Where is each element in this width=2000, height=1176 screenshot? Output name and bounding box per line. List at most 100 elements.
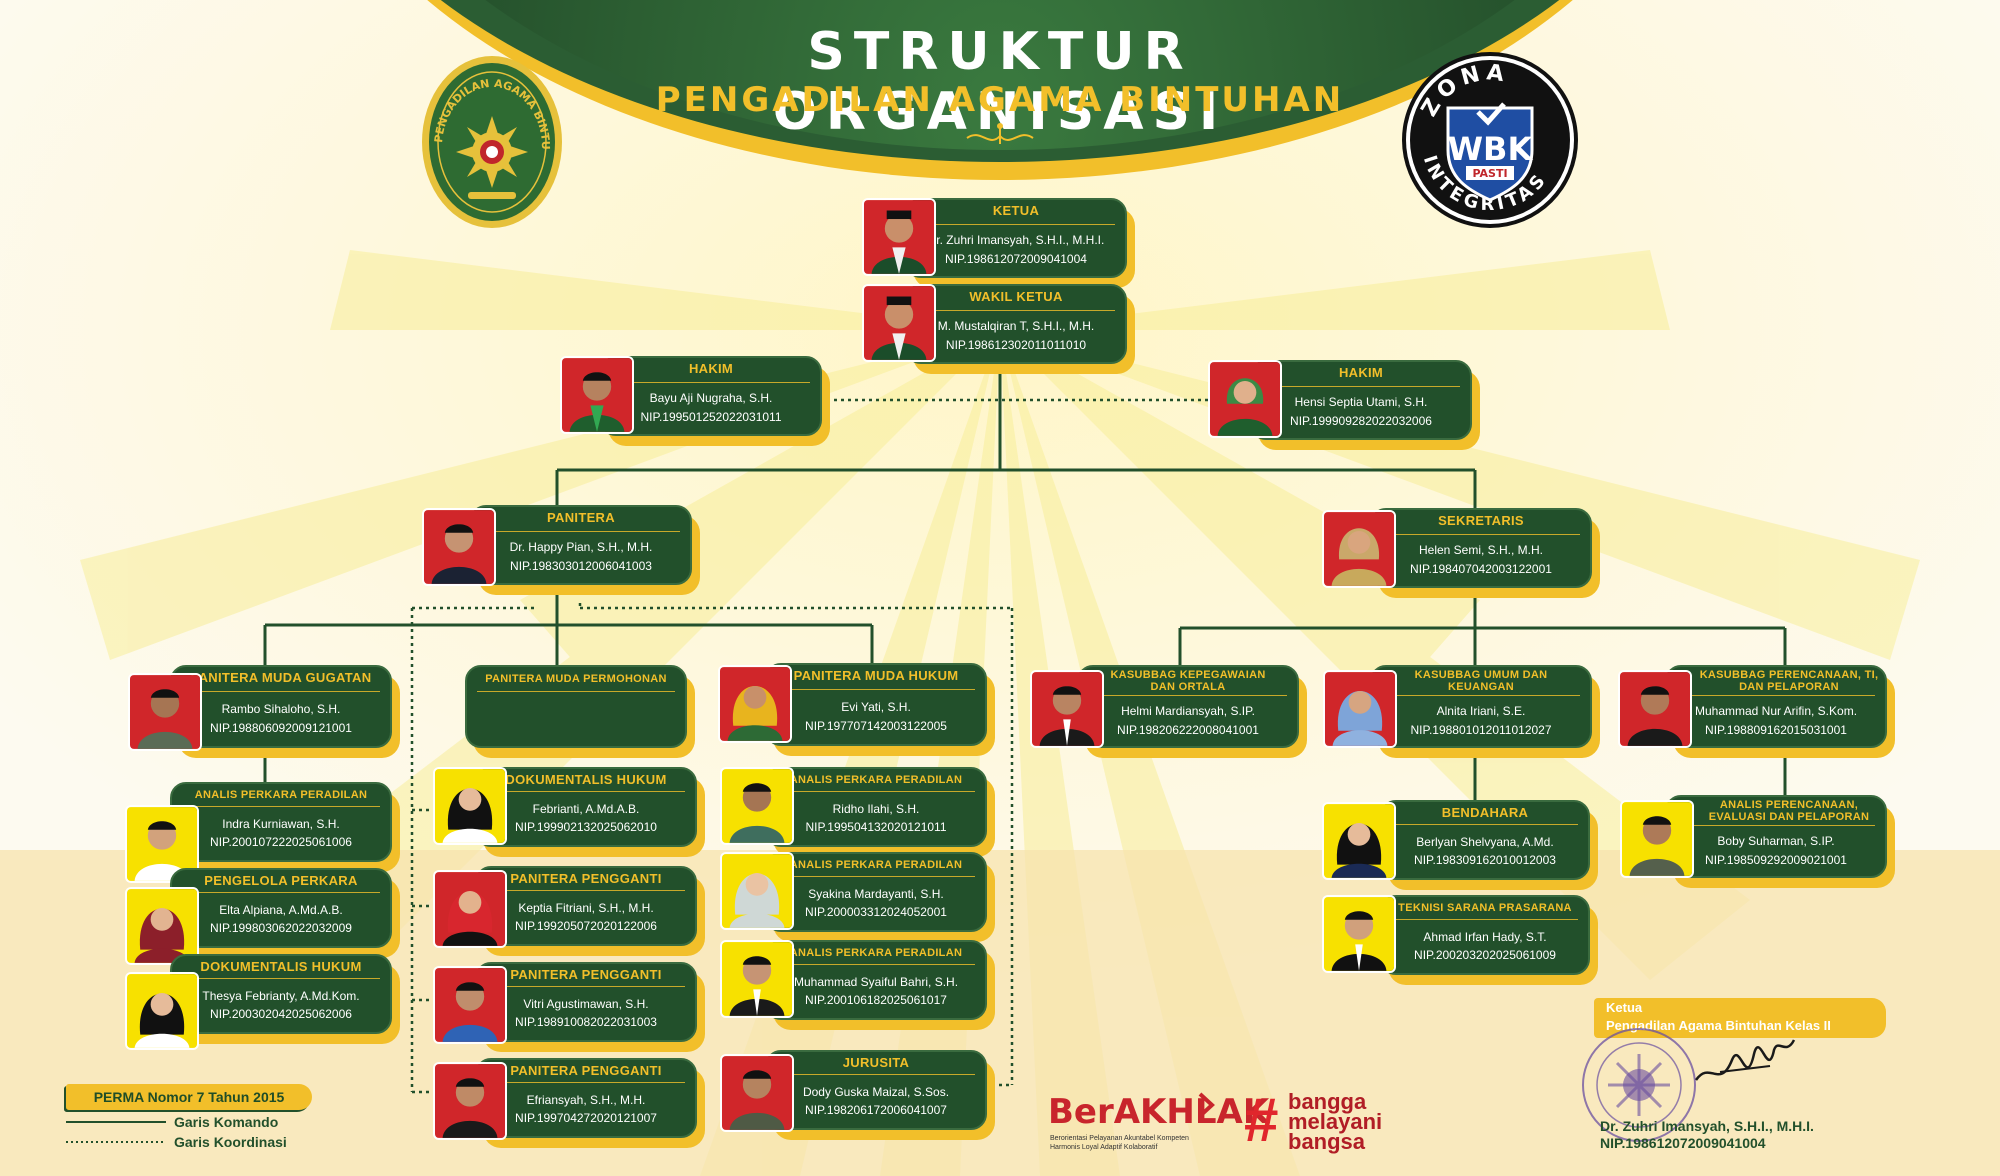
person-name: Keptia Fitriani, S.H., M.H. <box>518 901 654 915</box>
card-bendahara: BENDAHARA Berlyan Shelvyana, A.Md. NIP.1… <box>1380 800 1598 890</box>
photo-wakil-ketua-avatar <box>862 284 936 362</box>
person-name: Muhammad Nur Arifin, S.Kom. <box>1694 704 1858 718</box>
berakhlak-subtitle: Berorientasi Pelayanan Akuntabel Kompete… <box>1050 1135 1189 1151</box>
perma-badge: PERMA Nomor 7 Tahun 2015 <box>66 1084 312 1110</box>
card-panitera-pengganti-1: PANITERA PENGGANTI Keptia Fitriani, S.H.… <box>475 866 705 956</box>
card-panitera-pengganti-3: PANITERA PENGGANTI Efriansyah, S.H., M.H… <box>475 1058 705 1148</box>
photo-gugatan-pengelola-avatar <box>125 887 199 965</box>
photo-kasubbag-umum-avatar <box>1323 670 1397 748</box>
role-label: PANITERA PENGGANTI <box>510 1063 662 1078</box>
legend-komando-label: Garis Komando <box>174 1114 279 1130</box>
person-name: Dr. Zuhri Imansyah, S.H.I., M.H.I. <box>927 233 1105 247</box>
bangga-melayani-bangsa-logo: # bangga melayani bangsa <box>1244 1086 1383 1155</box>
photo-hakim-1-avatar <box>560 356 634 434</box>
role-label: KASUBBAG KEPEGAWAIAN DAN ORTALA <box>1110 669 1266 693</box>
role-label: JURUSITA <box>842 1055 910 1070</box>
person-nip: NIP.200106182025061017 <box>805 993 947 1007</box>
person-nip: NIP.198806092009121001 <box>210 721 352 735</box>
photo-panitera-pengganti-1-avatar <box>433 870 507 948</box>
card-panitera-muda-gugatan: PANITERA MUDA GUGATAN Rambo Sihaloho, S.… <box>170 665 400 758</box>
card-kasubbag-perencanaan: KASUBBAG PERENCANAAN, TI, DAN PELAPORAN … <box>1665 665 1895 758</box>
photo-bendahara-avatar <box>1322 802 1396 880</box>
role-label: SEKRETARIS <box>1438 513 1524 528</box>
person-name: Febrianti, A.Md.A.B. <box>532 802 640 816</box>
role-label: PANITERA MUDA GUGATAN <box>190 670 372 685</box>
photo-kasubbag-perencanaan-avatar <box>1618 670 1692 748</box>
photo-pm-gugatan-avatar <box>128 673 202 751</box>
person-nip: NIP.199501252022031011 <box>640 410 782 424</box>
legend-koordinasi-label: Garis Koordinasi <box>174 1134 287 1150</box>
role-label: PANITERA PENGGANTI <box>510 967 662 982</box>
card-panitera-pengganti-2: PANITERA PENGGANTI Vitri Agustimawan, S.… <box>475 962 705 1052</box>
person-nip: NIP.199902132025062010 <box>515 820 657 834</box>
card-permohonan-dokumentalis-hukum: DOKUMENTALIS HUKUM Febrianti, A.Md.A.B. … <box>475 767 705 857</box>
card-kasubbag-umum: KASUBBAG UMUM DAN KEUANGAN Alnita Iriani… <box>1370 665 1600 758</box>
role-label: ANALIS PERENCANAAN, EVALUASI DAN PELAPOR… <box>1708 799 1870 823</box>
person-nip: NIP.200302042025062006 <box>210 1007 352 1021</box>
role-label: PENGELOLA PERKARA <box>204 873 358 888</box>
person-nip: NIP.199803062022032009 <box>210 921 352 935</box>
person-nip: NIP.198801012011012027 <box>1410 723 1552 737</box>
person-nip: NIP.198612072009041004 <box>945 252 1087 266</box>
zona-integritas-wbk-emblem-icon: ZONA INTEGRITAS WBK PASTI <box>1402 52 1578 228</box>
person-name: Indra Kurniawan, S.H. <box>222 817 340 831</box>
card-hukum-analis-perkara-3: ANALIS PERKARA PERADILAN Muhammad Syaifu… <box>765 940 995 1030</box>
card-panitera-muda-hukum: PANITERA MUDA HUKUM Evi Yati, S.H. NIP.1… <box>765 663 995 756</box>
card-kasubbag-kepegawaian: KASUBBAG KEPEGAWAIAN DAN ORTALA Helmi Ma… <box>1077 665 1307 758</box>
photo-permohonan-dokumentalis-avatar <box>433 767 507 845</box>
person-name: Boby Suharman, S.IP. <box>1717 834 1835 848</box>
berakhlak-chevron-icon <box>1198 1092 1215 1118</box>
photo-hakim-2-avatar <box>1208 360 1282 438</box>
card-teknisi-sarana: TEKNISI SARANA PRASARANA Ahmad Irfan Had… <box>1380 895 1598 985</box>
role-label: PANITERA PENGGANTI <box>510 871 662 886</box>
berakhlak-logo: BerAKHLAK <box>1048 1092 1270 1132</box>
card-analis-perencanaan: ANALIS PERENCANAAN, EVALUASI DAN PELAPOR… <box>1665 795 1895 888</box>
person-nip: NIP.198407042003122001 <box>1410 562 1552 576</box>
person-name: Ridho Ilahi, S.H. <box>832 802 920 816</box>
photo-kasubbag-kepegawaian-avatar <box>1030 670 1104 748</box>
role-label: KASUBBAG PERENCANAAN, TI, DAN PELAPORAN <box>1699 669 1879 693</box>
hashtag-icon: # <box>1244 1086 1279 1155</box>
person-nip: NIP.198612302011011010 <box>945 338 1087 352</box>
card-gugatan-analis-perkara: ANALIS PERKARA PERADILAN Indra Kurniawan… <box>170 782 400 872</box>
card-hakim-2: HAKIM Hensi Septia Utami, S.H. NIP.19990… <box>1250 360 1480 450</box>
role-label: PANITERA MUDA HUKUM <box>793 668 959 683</box>
person-name: Helmi Mardiansyah, S.IP. <box>1121 704 1255 718</box>
legend-komando-line <box>66 1121 166 1123</box>
role-label: ANALIS PERKARA PERADILAN <box>194 789 368 801</box>
garis-koordinasi-lines <box>410 398 1208 1094</box>
ornament-icon <box>966 123 1034 144</box>
person-nip: NIP.199504132020121011 <box>805 820 947 834</box>
person-nip: NIP.198809162015031001 <box>1705 723 1847 737</box>
person-name: Thesya Febrianty, A.Md.Kom. <box>202 989 360 1003</box>
person-nip: NIP.199704272020121007 <box>515 1111 657 1125</box>
role-label: BENDAHARA <box>1441 805 1529 820</box>
card-hukum-analis-perkara-1: ANALIS PERKARA PERADILAN Ridho Ilahi, S.… <box>765 767 995 857</box>
role-label: HAKIM <box>688 361 734 376</box>
photo-gugatan-dokumentalis-avatar <box>125 972 199 1050</box>
photo-analis-perencanaan-avatar <box>1620 800 1694 878</box>
signature-scribble-icon <box>1694 1039 1796 1081</box>
role-label: TEKNISI SARANA PRASARANA <box>1398 902 1572 914</box>
photo-hukum-analis-3-avatar <box>720 940 794 1018</box>
official-stamp-icon <box>1582 1028 1696 1142</box>
person-nip: NIP.198206172006041007 <box>805 1103 947 1117</box>
person-name: Hensi Septia Utami, S.H. <box>1294 395 1428 409</box>
page-subtitle: PENGADILAN AGAMA BINTUHAN <box>655 80 1345 120</box>
card-gugatan-pengelola-perkara: PENGELOLA PERKARA Elta Alpiana, A.Md.A.B… <box>170 868 400 958</box>
photo-panitera-pengganti-3-avatar <box>433 1062 507 1140</box>
card-panitera: PANITERA Dr. Happy Pian, S.H., M.H. NIP.… <box>470 505 700 595</box>
photo-pm-hukum-avatar <box>718 665 792 743</box>
person-nip: NIP.198309162010012003 <box>1414 853 1556 867</box>
person-name: Muhammad Syaiful Bahri, S.H. <box>793 975 959 989</box>
role-label: DOKUMENTALIS HUKUM <box>505 772 667 787</box>
person-name: M. Mustalqiran T, S.H.I., M.H. <box>937 319 1095 333</box>
card-wakil-ketua: WAKIL KETUA M. Mustalqiran T, S.H.I., M.… <box>905 284 1135 374</box>
person-name: Rambo Sihaloho, S.H. <box>221 702 341 716</box>
role-label: PANITERA <box>547 510 615 525</box>
page-title: STRUKTUR ORGANISASI <box>772 22 1228 142</box>
person-name: Dody Guska Maizal, S.Sos. <box>802 1085 950 1099</box>
card-gugatan-dokumentalis-hukum: DOKUMENTALIS HUKUM Thesya Febrianty, A.M… <box>170 954 400 1044</box>
person-name: Elta Alpiana, A.Md.A.B. <box>219 903 343 917</box>
